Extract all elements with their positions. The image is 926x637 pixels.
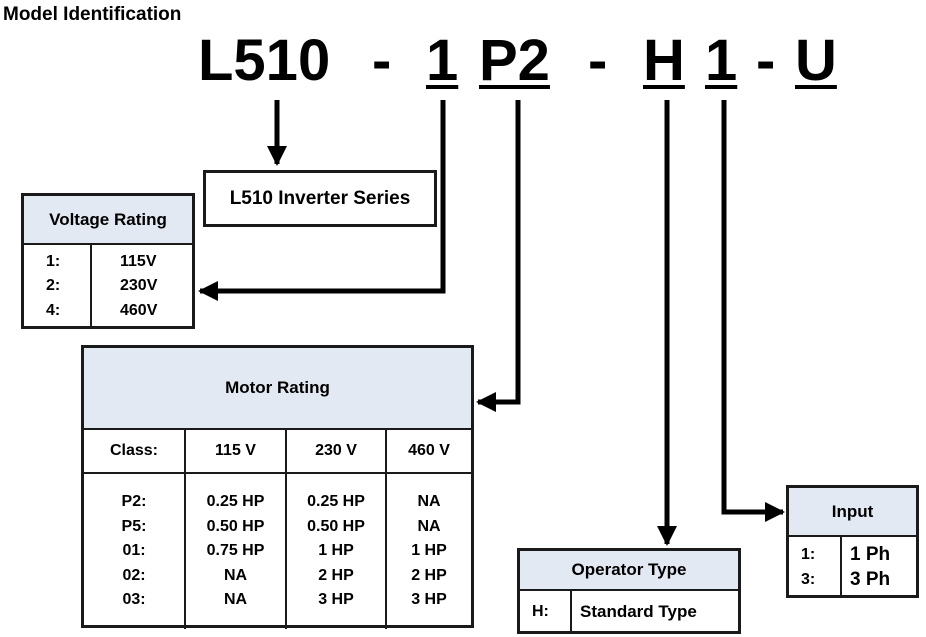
operator-value: Standard Type <box>570 591 738 633</box>
table-cell: NA <box>223 591 248 609</box>
operator-code: H: <box>532 603 549 620</box>
code-dash-1: - <box>372 28 392 93</box>
table-cell: 3 HP <box>318 591 354 609</box>
operator-type-header: Operator Type <box>520 551 738 591</box>
motor-rating-body: P2: P5: 01: 02: 03: 0.25 HP 0.50 HP 0.75… <box>84 474 471 629</box>
table-cell: 3 HP <box>411 591 447 609</box>
series-box: L510 Inverter Series <box>203 170 437 227</box>
v115-column: 0.25 HP 0.50 HP 0.75 HP NA NA <box>184 474 285 629</box>
table-cell: 1 HP <box>318 542 354 560</box>
table-cell: 0.25 HP <box>206 493 265 511</box>
code-voltage: 1 <box>426 28 459 93</box>
series-label: L510 Inverter Series <box>229 187 411 209</box>
v230-column: 0.25 HP 0.50 HP 1 HP 2 HP 3 HP <box>285 474 385 629</box>
input-value: 3 Ph <box>850 569 891 590</box>
column-header: 115 V <box>184 430 285 472</box>
arrow-voltage <box>198 100 446 301</box>
table-cell: 1 HP <box>411 542 447 560</box>
input-value: 1 Ph <box>850 544 891 565</box>
code-operator: H <box>643 28 685 93</box>
v460-column: NA NA 1 HP 2 HP 3 HP <box>385 474 471 629</box>
table-cell: 2 HP <box>411 566 447 584</box>
class-column: P2: P5: 01: 02: 03: <box>84 474 184 629</box>
voltage-value: 230V <box>120 277 158 295</box>
table-cell: 01: <box>122 542 146 560</box>
table-cell: P2: <box>121 493 147 511</box>
voltage-value: 460V <box>120 301 158 319</box>
voltage-rating-header: Voltage Rating <box>24 196 192 245</box>
column-header: 230 V <box>285 430 385 472</box>
table-cell: 0.75 HP <box>206 542 265 560</box>
code-series: L510 <box>198 28 331 93</box>
voltage-code: 2: <box>46 277 61 295</box>
arrow-motor <box>476 100 521 412</box>
table-cell: 0.50 HP <box>206 517 265 535</box>
motor-rating-column-headers: Class: 115 V 230 V 460 V <box>84 430 471 474</box>
voltage-code: 4: <box>46 301 61 319</box>
voltage-codes: 1: 2: 4: <box>24 245 90 328</box>
input-code: 3: <box>801 571 816 588</box>
voltage-values: 115V 230V 460V <box>90 245 192 328</box>
input-table: Input 1: 3: 1 Ph 3 Ph <box>786 485 919 598</box>
arrow-input <box>721 100 785 522</box>
table-cell: 03: <box>122 591 146 609</box>
code-motor: P2 <box>479 28 550 93</box>
code-dash-2: - <box>588 28 608 93</box>
column-header: 460 V <box>385 430 471 472</box>
voltage-code: 1: <box>46 252 61 270</box>
table-cell: NA <box>417 493 441 511</box>
input-codes: 1: 3: <box>789 537 840 597</box>
table-cell: 2 HP <box>318 566 354 584</box>
input-values: 1 Ph 3 Ph <box>840 537 916 597</box>
page-title: Model Identification <box>3 4 182 25</box>
table-cell: NA <box>417 517 441 535</box>
motor-rating-header: Motor Rating <box>84 348 471 430</box>
voltage-value: 115V <box>120 252 157 270</box>
operator-type-table: Operator Type H: Standard Type <box>517 548 741 634</box>
table-cell: 02: <box>122 566 146 584</box>
column-header: Class: <box>109 442 159 459</box>
input-header: Input <box>789 488 916 537</box>
table-cell: NA <box>223 566 248 584</box>
voltage-rating-table: Voltage Rating 1: 2: 4: 115V 230V 460V <box>21 193 195 329</box>
code-input: 1 <box>705 28 738 93</box>
motor-rating-table: Motor Rating Class: 115 V 230 V 460 V P2… <box>81 345 474 629</box>
code-dash-3: - <box>756 28 776 93</box>
input-code: 1: <box>801 546 816 563</box>
code-suffix: U <box>795 28 837 93</box>
table-cell: P5: <box>121 517 147 535</box>
table-cell: 0.50 HP <box>307 517 365 535</box>
table-cell: 0.25 HP <box>307 493 365 511</box>
